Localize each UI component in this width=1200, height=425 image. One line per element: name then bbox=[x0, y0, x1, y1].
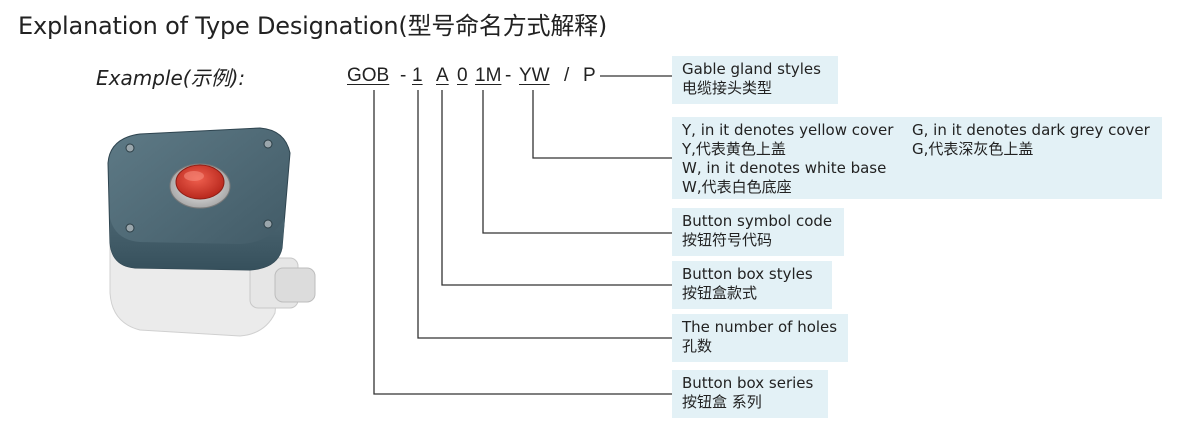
code-dash-1: - bbox=[400, 65, 407, 86]
box-button-box-series: Button box series 按钮盒 系列 bbox=[672, 370, 828, 418]
symbol-en: Button symbol code bbox=[682, 212, 833, 230]
push-button-box-image bbox=[107, 127, 316, 337]
boxstyle-cn: 按钮盒款式 bbox=[682, 284, 758, 302]
cover-yellow-en: Y, in it denotes yellow cover bbox=[682, 121, 894, 139]
base-white-en: W, in it denotes white base bbox=[682, 159, 887, 177]
code-symbol: 1M bbox=[475, 65, 502, 86]
symbol-cn: 按钮符号代码 bbox=[682, 231, 773, 249]
line-holes bbox=[417, 90, 672, 339]
code-gob: GOB bbox=[347, 65, 390, 86]
code-box-style: A bbox=[436, 65, 449, 86]
boxstyle-en: Button box styles bbox=[682, 265, 813, 283]
cover-grey-cn: G,代表深灰色上盖 bbox=[912, 140, 1034, 158]
box-cable-gland: Gable gland styles 电缆接头类型 bbox=[672, 56, 838, 104]
box-number-of-holes: The number of holes 孔数 bbox=[672, 314, 848, 362]
gland-en: Gable gland styles bbox=[682, 60, 821, 78]
line-symbol bbox=[482, 90, 672, 234]
series-en: Button box series bbox=[682, 374, 814, 392]
code-gland: P bbox=[583, 65, 596, 86]
box-cover-color: Y, in it denotes yellow cover Y,代表黄色上盖 W… bbox=[672, 117, 1162, 199]
holes-en: The number of holes bbox=[682, 318, 838, 336]
code-zero: 0 bbox=[457, 65, 468, 86]
code-dash-2: - bbox=[505, 65, 512, 86]
line-color bbox=[532, 90, 672, 159]
code-holes: 1 bbox=[412, 65, 423, 86]
line-series bbox=[373, 90, 672, 395]
code-slash: / bbox=[564, 65, 570, 86]
line-box-style bbox=[441, 90, 672, 286]
gland-cn: 电缆接头类型 bbox=[682, 79, 773, 97]
page-title: Explanation of Type Designation(型号命名方式解释… bbox=[18, 12, 608, 40]
base-white-cn: W,代表白色底座 bbox=[682, 178, 792, 196]
box-button-box-styles: Button box styles 按钮盒款式 bbox=[672, 261, 832, 309]
code-color: YW bbox=[519, 65, 550, 86]
cover-grey-en: G, in it denotes dark grey cover bbox=[912, 121, 1150, 139]
cover-yellow-cn: Y,代表黄色上盖 bbox=[682, 140, 786, 158]
red-push-button bbox=[169, 163, 231, 209]
example-label: Example(示例): bbox=[96, 66, 246, 90]
box-button-symbol: Button symbol code 按钮符号代码 bbox=[672, 208, 844, 256]
series-cn: 按钮盒 系列 bbox=[682, 393, 762, 411]
holes-cn: 孔数 bbox=[682, 337, 713, 355]
